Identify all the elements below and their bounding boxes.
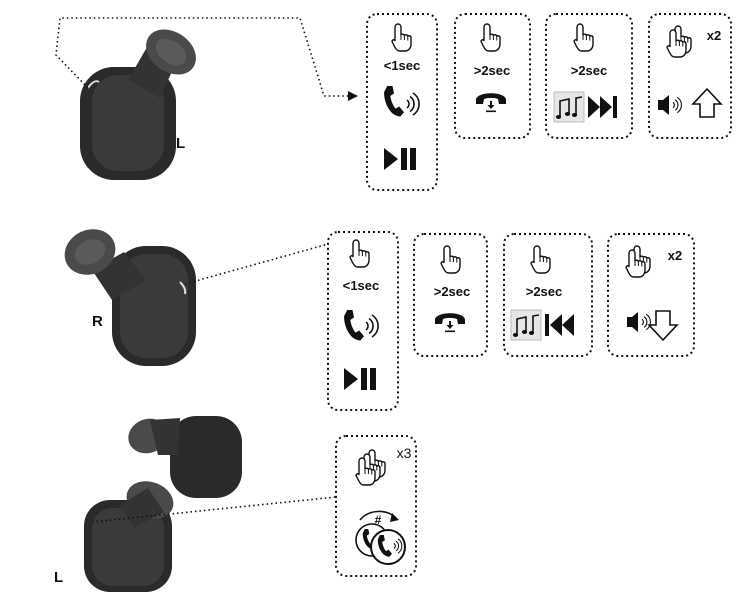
swap-calls-icon: # [355, 510, 406, 565]
connector-right [184, 243, 329, 285]
control-box-left-volume-up: x2 [648, 13, 732, 139]
duration-label: >2sec [474, 63, 511, 78]
control-box-left-hold-next: >2sec [545, 13, 633, 139]
earbud-label-middle: R [92, 313, 103, 330]
next-track-icon [588, 96, 617, 118]
control-box-right-hold-prev: >2sec [503, 233, 593, 357]
duration-label: <1sec [343, 278, 380, 293]
earbud-right-middle [64, 229, 196, 366]
music-notes-icon [510, 309, 542, 341]
control-box-left-hold-hangup: >2sec [454, 13, 531, 139]
control-box-left-tap: <1sec [366, 13, 438, 191]
connector-pair [91, 496, 337, 523]
svg-text:#: # [375, 513, 382, 527]
control-box-right-volume-down: x2 [607, 233, 695, 357]
earbud-pair [84, 416, 242, 592]
control-box-right-hold-hangup: >2sec [413, 233, 488, 357]
control-box-right-tap: <1sec [327, 231, 399, 411]
duration-label: >2sec [526, 284, 563, 299]
earbud-left-top [80, 29, 196, 180]
duration-label: >2sec [434, 284, 471, 299]
duration-label: >2sec [571, 63, 608, 78]
volume-up-arrow-icon [691, 87, 723, 118]
earbud-label-top: L [176, 135, 185, 152]
previous-track-icon [545, 314, 574, 336]
earbud-label-bottom: L [54, 569, 63, 586]
control-box-triple-tap: x3 # [335, 435, 417, 577]
volume-down-arrow-icon [647, 310, 679, 342]
tap-count-label: x3 [397, 445, 412, 461]
music-notes-icon [553, 91, 585, 123]
tap-count-label: x2 [707, 28, 721, 43]
tap-count-label: x2 [668, 248, 682, 263]
connector-left-top [55, 17, 358, 101]
duration-label: <1sec [384, 58, 421, 73]
